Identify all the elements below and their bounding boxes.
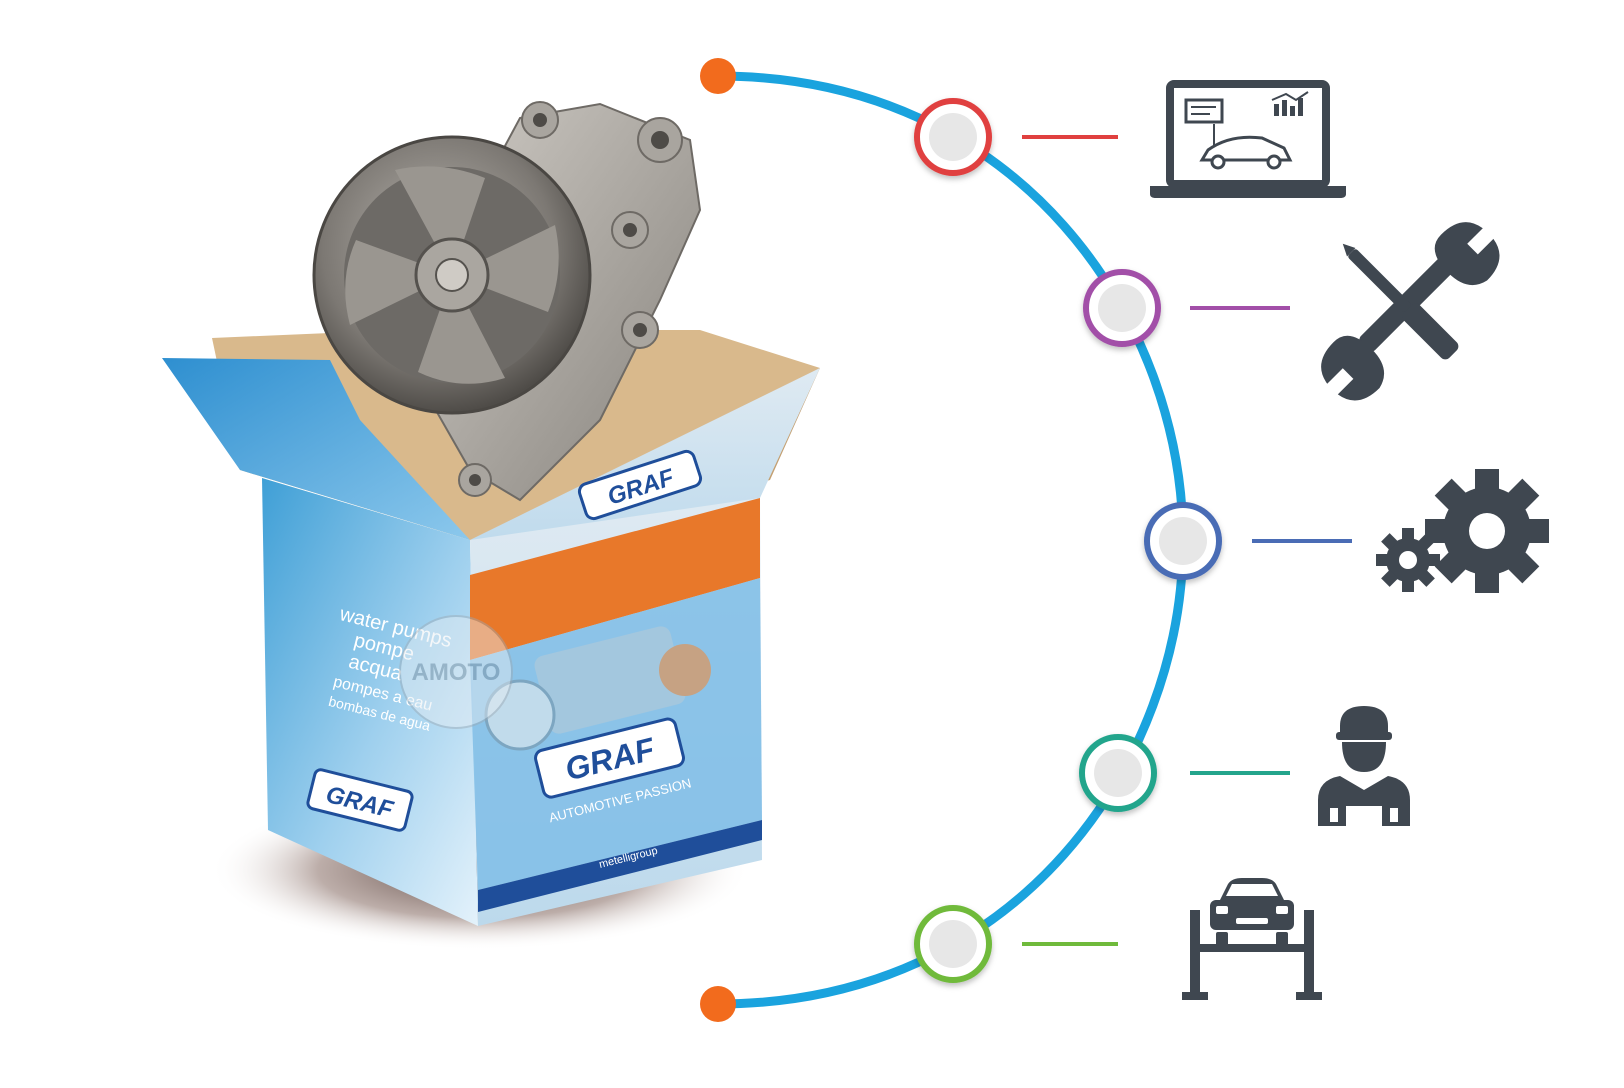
box-front-face: [262, 478, 478, 926]
gears-icon: [1376, 469, 1549, 593]
watermark-text: AMOTO: [412, 659, 501, 686]
box-left-flap: [162, 358, 470, 540]
wrench-screwdriver-icon: [1321, 222, 1500, 401]
timeline-node-4: [1079, 734, 1157, 812]
timeline-node-1: [914, 98, 992, 176]
box-footer-stripe: [478, 820, 762, 912]
water-pump-image: [312, 101, 702, 502]
timeline-start-dot: [700, 58, 736, 94]
timeline-node-5: [914, 905, 992, 983]
mechanic-icon: [1318, 706, 1410, 826]
timeline-node-3: [1144, 502, 1222, 580]
box-pump-illustration: [484, 626, 711, 751]
box-orange-band: [470, 498, 760, 660]
car-lift-icon: [1182, 878, 1322, 1000]
timeline-end-dot: [700, 986, 736, 1022]
pulley-spokes: [345, 166, 559, 384]
watermark: AMOTO: [399, 615, 513, 729]
laptop-diagnostics-icon: [1150, 80, 1346, 198]
product-box: GRAF water pumps pompe acqua pompes a ea…: [162, 101, 820, 950]
timeline: [700, 58, 1352, 1022]
timeline-node-2: [1083, 269, 1161, 347]
timeline-arc: [713, 71, 1188, 1009]
